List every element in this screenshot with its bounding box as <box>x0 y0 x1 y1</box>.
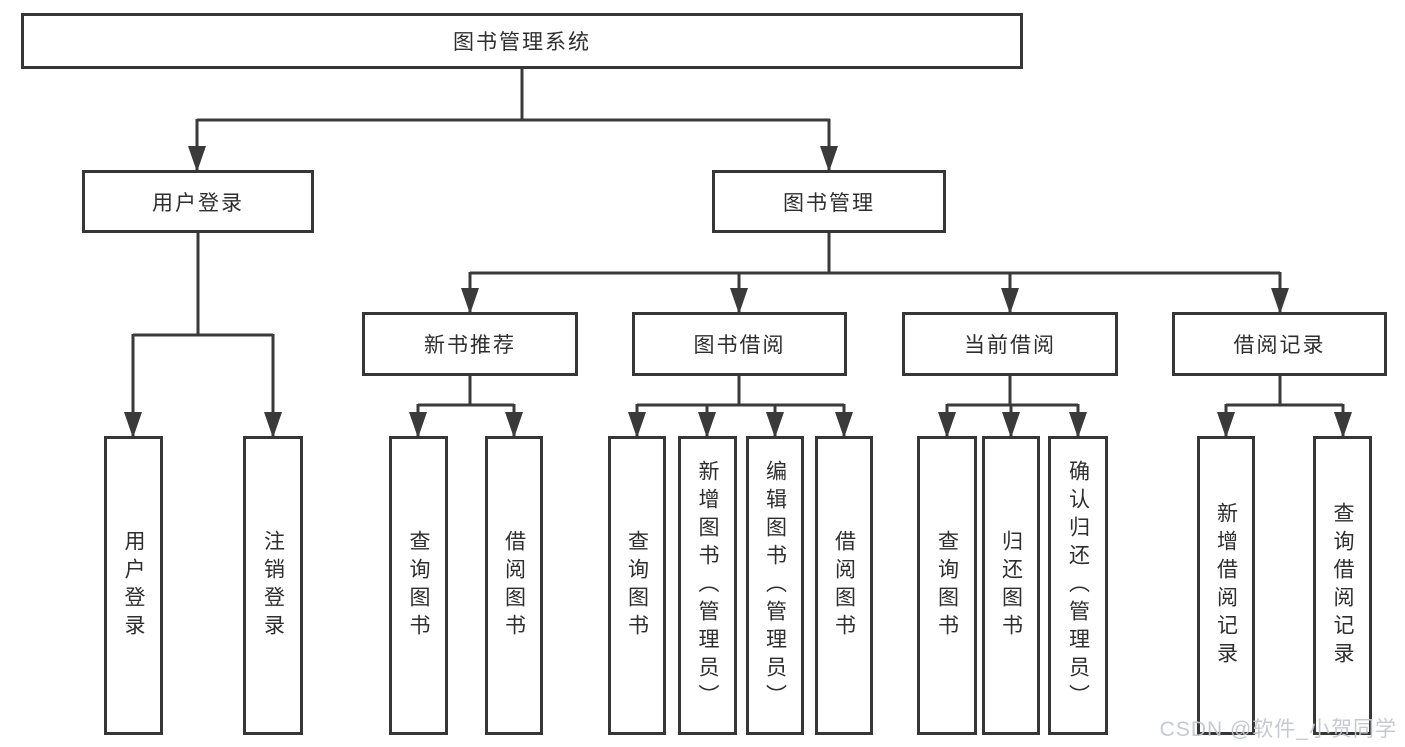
leaf-label: 查询图书 <box>935 529 959 642</box>
node-book-borrow: 图书借阅 <box>632 312 847 376</box>
leaf-label: 注销登录 <box>261 529 285 642</box>
leaf-logout: 注销登录 <box>243 436 303 735</box>
leaf-query-books-3: 查询图书 <box>917 436 977 735</box>
leaf-label: 新增借阅记录 <box>1214 501 1238 670</box>
leaf-return-books: 归还图书 <box>982 436 1040 735</box>
leaf-label: 新增图书（管理员） <box>696 459 719 712</box>
leaf-query-books-1: 查询图书 <box>389 436 448 735</box>
leaf-borrow-books-1: 借阅图书 <box>485 436 543 735</box>
leaf-borrow-books-2: 借阅图书 <box>815 436 873 735</box>
leaf-add-borrow-record: 新增借阅记录 <box>1197 436 1255 735</box>
leaf-add-books-admin: 新增图书（管理员） <box>678 436 737 735</box>
leaf-user-login: 用户登录 <box>104 436 163 735</box>
leaf-label: 归还图书 <box>999 529 1023 642</box>
leaf-label: 查询图书 <box>407 529 430 642</box>
node-user-login: 用户登录 <box>82 170 314 233</box>
node-book-management: 图书管理 <box>712 170 946 233</box>
node-borrow-records: 借阅记录 <box>1172 312 1387 376</box>
node-current-borrow: 当前借阅 <box>902 312 1118 376</box>
leaf-edit-books-admin: 编辑图书（管理员） <box>746 436 804 735</box>
leaf-query-books-2: 查询图书 <box>608 436 666 735</box>
leaf-confirm-return-admin: 确认归还（管理员） <box>1048 436 1108 735</box>
leaf-query-borrow-record: 查询借阅记录 <box>1313 436 1372 735</box>
leaf-label: 查询图书 <box>625 529 649 642</box>
node-new-book-recommend: 新书推荐 <box>362 312 578 376</box>
leaf-label: 确认归还（管理员） <box>1066 459 1090 712</box>
leaf-label: 用户登录 <box>122 529 145 642</box>
leaf-label: 查询借阅记录 <box>1331 501 1354 670</box>
leaf-label: 借阅图书 <box>832 529 856 642</box>
node-root: 图书管理系统 <box>21 13 1023 69</box>
leaf-label: 编辑图书（管理员） <box>763 459 787 712</box>
leaf-label: 借阅图书 <box>502 529 526 642</box>
